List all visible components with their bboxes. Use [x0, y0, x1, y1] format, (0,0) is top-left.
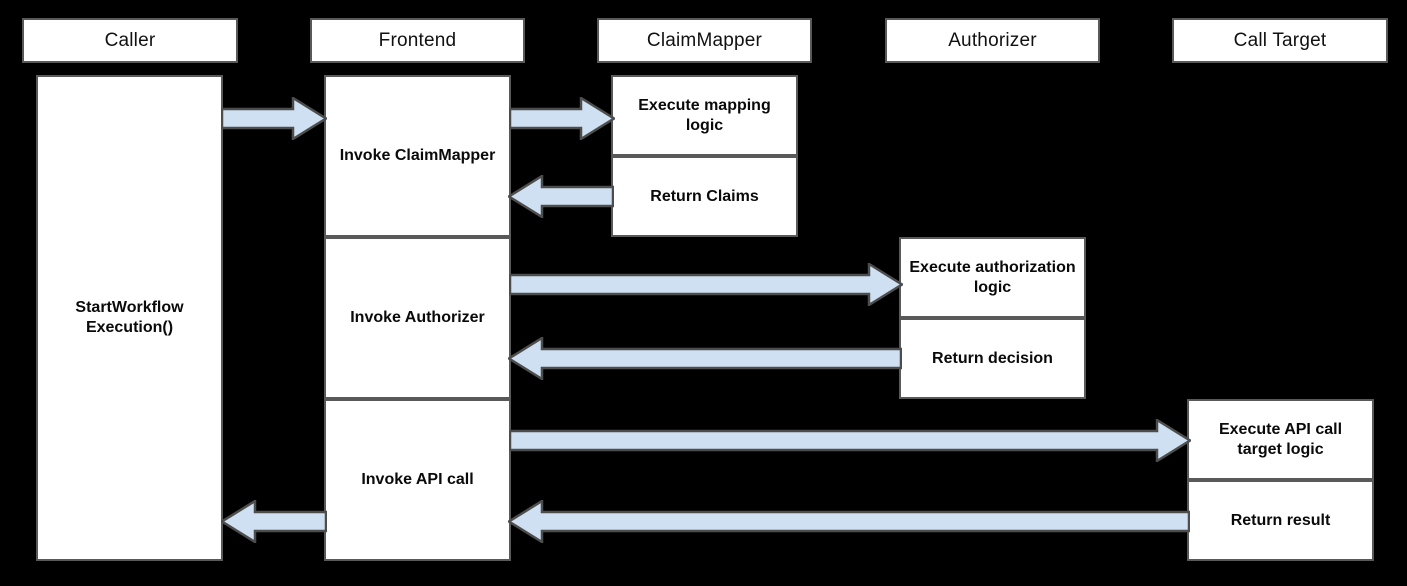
lifeline-label-authorizer: Authorizer [948, 29, 1037, 51]
activation-label-caller-start-workflow: StartWorkflow Execution() [75, 299, 184, 336]
message-arrow-authorizer-to-frontend[interactable] [508, 337, 902, 380]
activation-label-frontend-invoke-authorizer: Invoke Authorizer [350, 309, 485, 326]
lifeline-header-caller[interactable]: Caller [22, 18, 238, 63]
activation-claimmapper-execute-mapping-logic[interactable]: Execute mapping logic [611, 75, 798, 156]
lifeline-label-claimmapper: ClaimMapper [646, 29, 763, 51]
activation-label-frontend-invoke-api-call: Invoke API call [361, 471, 474, 488]
lifeline-label-caller: Caller [104, 29, 156, 51]
activation-label-claimmapper-return-claims: Return Claims [650, 187, 759, 205]
activation-frontend-invoke-authorizer[interactable]: Invoke Authorizer [324, 237, 511, 399]
activation-label-claimmapper-execute-mapping-logic: Execute mapping logic [638, 96, 771, 134]
message-arrow-frontend-to-caller[interactable] [221, 500, 327, 543]
message-arrow-caller-to-frontend[interactable] [221, 97, 327, 140]
activation-frontend-invoke-api-call[interactable]: Invoke API call [324, 399, 511, 561]
lifeline-header-frontend[interactable]: Frontend [310, 18, 525, 63]
activation-authorizer-execute-authorization-logic[interactable]: Execute authorization logic [899, 237, 1086, 318]
activation-frontend-invoke-claimmapper[interactable]: Invoke ClaimMapper [324, 75, 511, 237]
activation-claimmapper-return-claims[interactable]: Return Claims [611, 156, 798, 237]
message-arrow-claimmapper-to-frontend[interactable] [508, 175, 614, 218]
activation-label-calltarget-return-result: Return result [1230, 511, 1331, 529]
activation-label-frontend-invoke-claimmapper: Invoke ClaimMapper [339, 147, 496, 164]
lifeline-label-frontend: Frontend [378, 29, 457, 51]
activation-label-calltarget-execute-api-call-target-logic: Execute API call target logic [1218, 420, 1343, 458]
lifeline-label-calltarget: Call Target [1233, 29, 1327, 51]
activation-caller-start-workflow[interactable]: StartWorkflow Execution() [36, 75, 223, 561]
lifeline-header-claimmapper[interactable]: ClaimMapper [597, 18, 812, 63]
activation-calltarget-return-result[interactable]: Return result [1187, 480, 1374, 561]
message-arrow-frontend-to-calltarget[interactable] [509, 419, 1191, 462]
lifeline-header-authorizer[interactable]: Authorizer [885, 18, 1100, 63]
activation-label-authorizer-return-decision: Return decision [932, 349, 1053, 367]
message-arrow-frontend-to-authorizer[interactable] [509, 263, 903, 306]
lifeline-header-calltarget[interactable]: Call Target [1172, 18, 1388, 63]
message-arrow-frontend-to-claimmapper[interactable] [509, 97, 615, 140]
activation-calltarget-execute-api-call-target-logic[interactable]: Execute API call target logic [1187, 399, 1374, 480]
activation-authorizer-return-decision[interactable]: Return decision [899, 318, 1086, 399]
message-arrow-calltarget-to-frontend[interactable] [508, 500, 1190, 543]
activation-label-authorizer-execute-authorization-logic: Execute authorization logic [909, 258, 1076, 296]
